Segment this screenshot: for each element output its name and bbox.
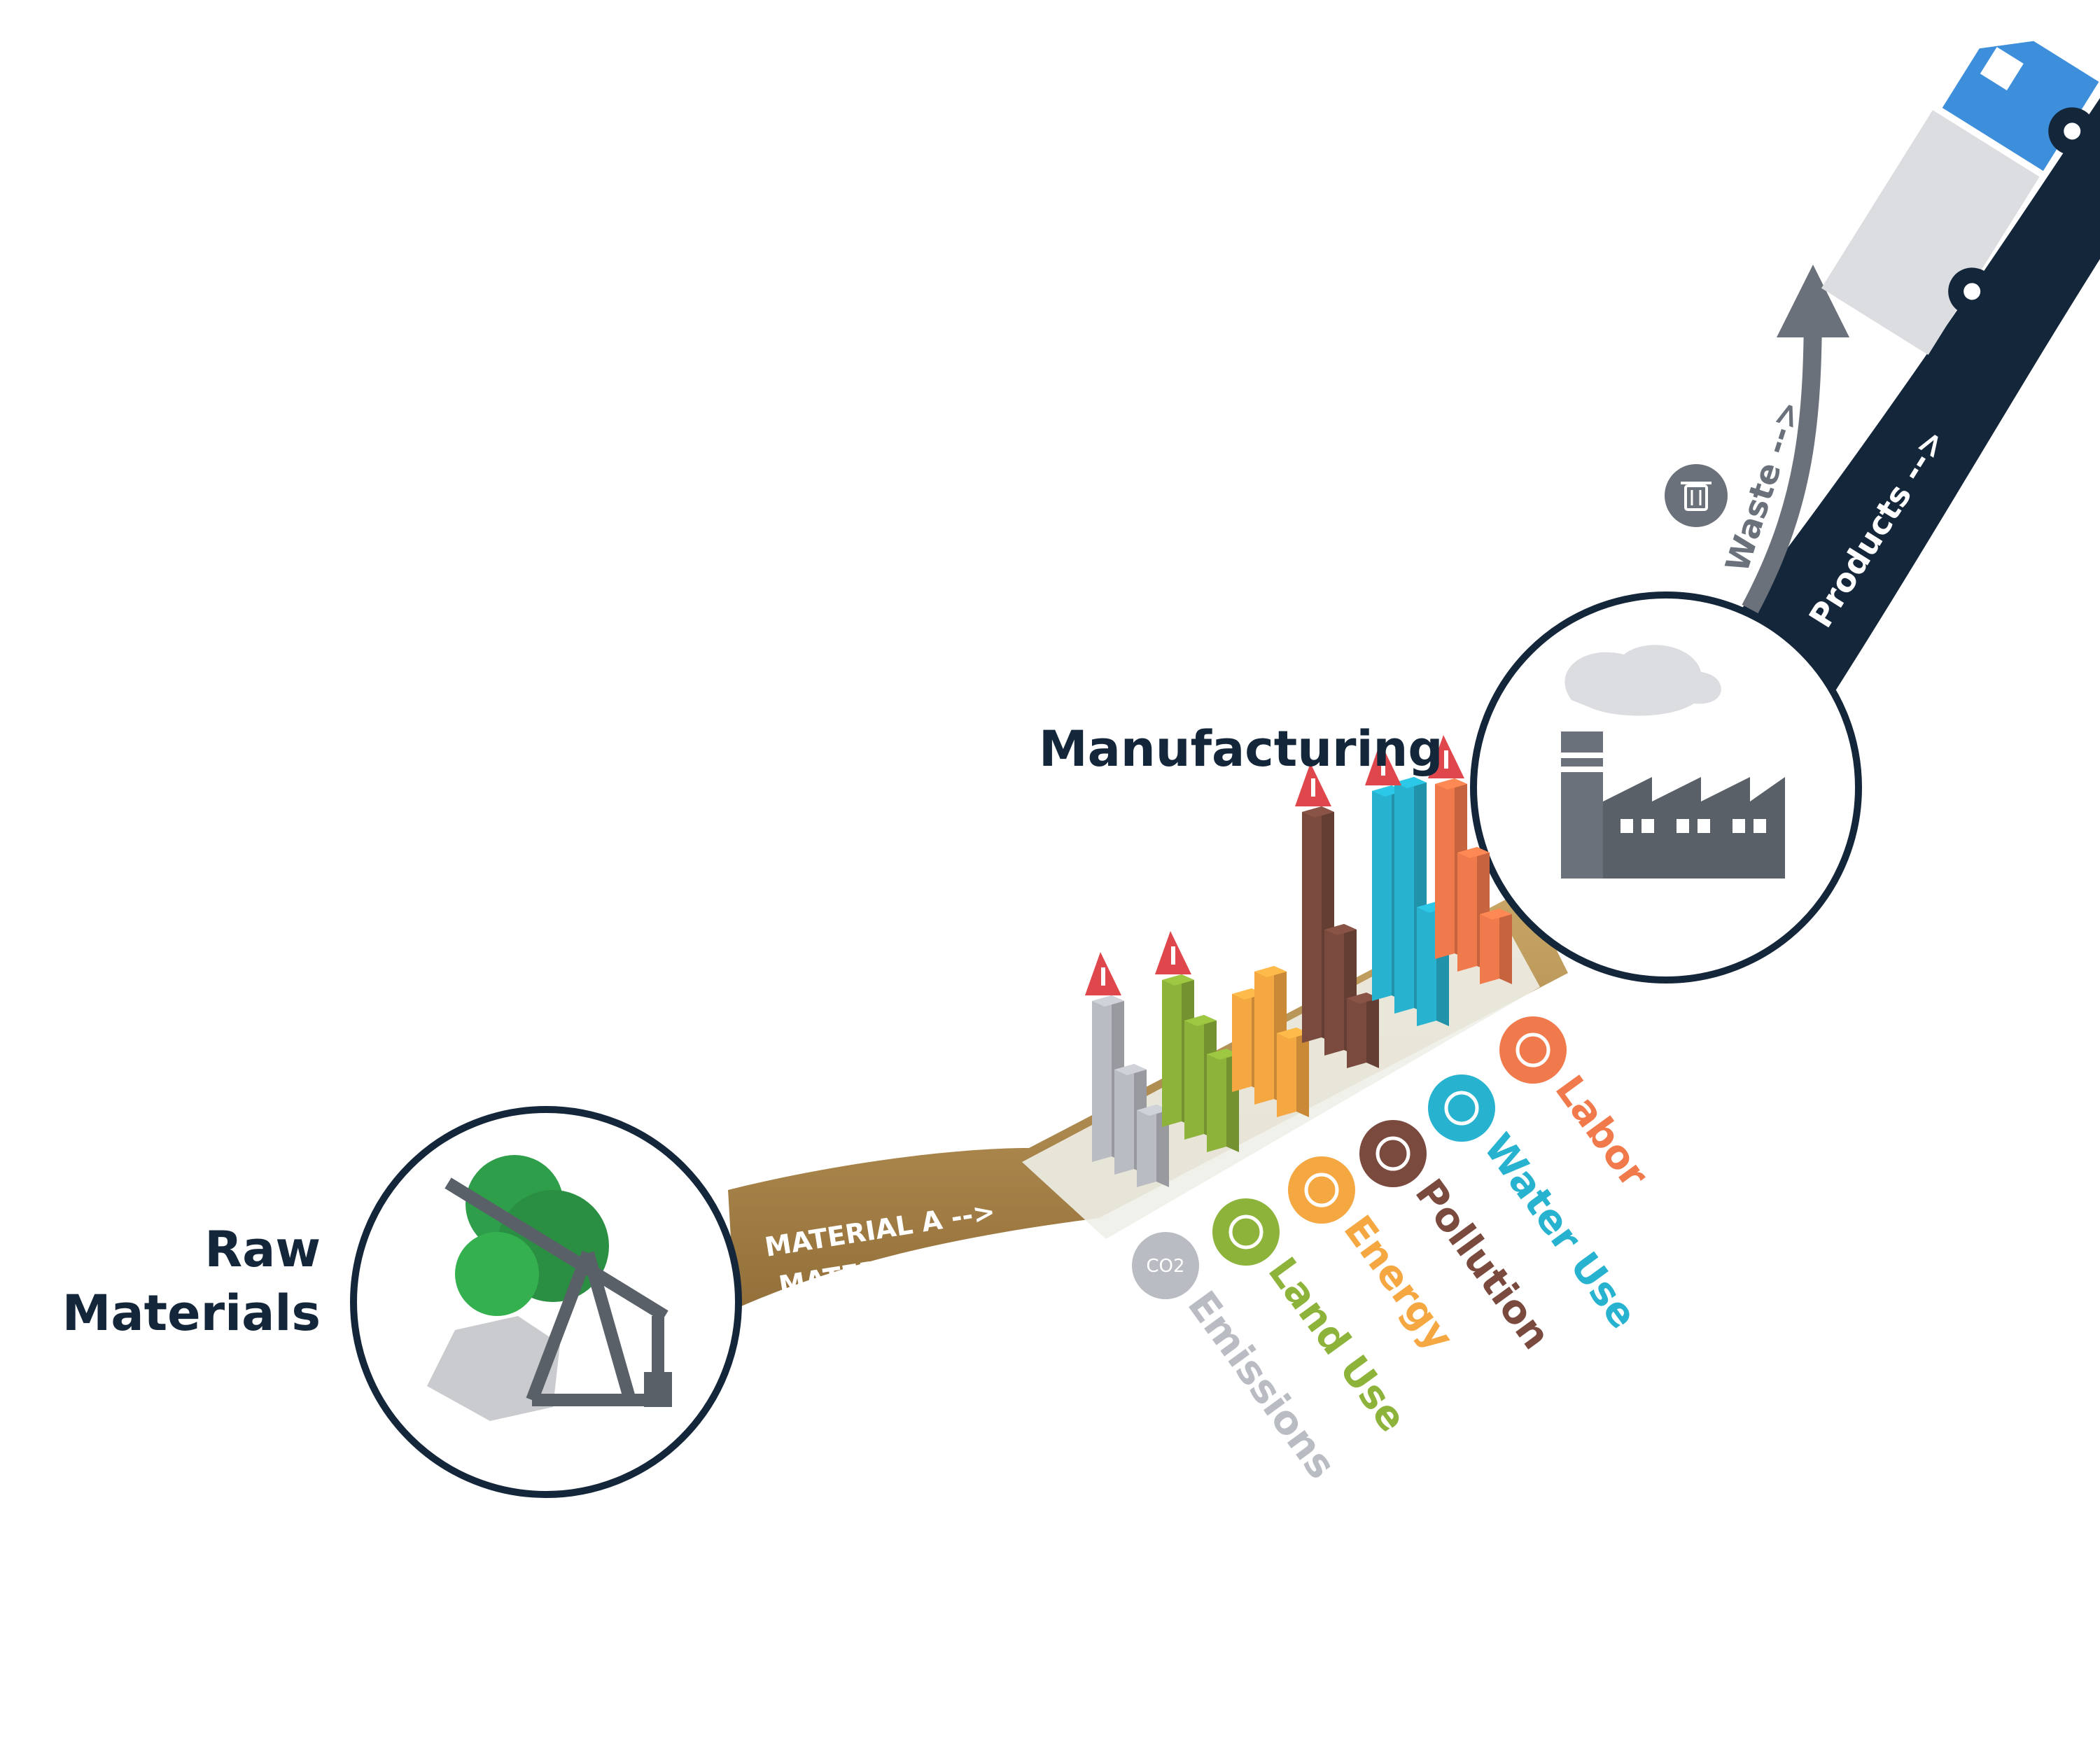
impact-bar-top <box>1394 777 1427 788</box>
land-use-icon <box>1212 1198 1280 1266</box>
worker-icon <box>1499 1016 1567 1084</box>
impact-bar-side <box>1366 993 1379 1068</box>
impact-bar-top <box>1184 1015 1217 1026</box>
impact-bar <box>1435 778 1455 959</box>
impact-bar <box>1324 924 1344 1056</box>
impact-bar <box>1480 909 1499 984</box>
impact-bar-top <box>1457 847 1490 858</box>
impact-bar <box>1302 806 1322 1043</box>
warning-flag-icon <box>1295 763 1331 806</box>
warning-flag-icon <box>1365 742 1401 785</box>
impact-bar <box>1162 974 1182 1127</box>
impact-bar-group-pollution <box>1295 763 1379 1068</box>
impact-bar-top <box>1302 806 1334 818</box>
impact-bar-top <box>1324 924 1357 935</box>
impact-bar <box>1457 847 1477 972</box>
impact-bar-top <box>1137 1105 1169 1116</box>
impact-label-labor: Labor <box>1546 1068 1657 1196</box>
warning-flag-icon <box>1155 931 1191 974</box>
warning-flag-icon <box>1085 952 1121 995</box>
impact-bar-top <box>1114 1064 1147 1075</box>
impact-bar-top <box>1092 995 1124 1007</box>
impact-bar-top <box>1207 1049 1239 1060</box>
impact-bar-group-land-use <box>1155 931 1239 1152</box>
delivery-truck-icon <box>1821 41 2099 355</box>
raw-materials-title: Raw Materials <box>62 1221 321 1342</box>
impact-bar <box>1394 777 1414 1014</box>
impact-bar <box>1232 988 1252 1092</box>
impact-bar-top <box>1480 909 1512 920</box>
impact-bar-group-emissions <box>1085 952 1169 1187</box>
pump-jack-icon <box>444 1177 668 1406</box>
impact-bar-top <box>1435 778 1467 790</box>
impact-bar-top <box>1347 993 1379 1004</box>
impact-bar <box>1092 995 1112 1162</box>
impact-bar <box>1207 1049 1226 1152</box>
co2-icon-text: CO2 <box>1146 1256 1184 1277</box>
impact-bar <box>1184 1015 1204 1140</box>
impact-bar-top <box>1277 1028 1309 1039</box>
impact-bar <box>1254 966 1274 1105</box>
impact-bar-group-energy <box>1232 966 1309 1117</box>
co2-icon: CO2 <box>1132 1232 1199 1299</box>
impact-bar <box>1347 993 1366 1068</box>
impact-bar-top <box>1162 974 1194 986</box>
impact-bars <box>1085 735 1512 1187</box>
impact-bar <box>1417 902 1436 1026</box>
impact-bar <box>1277 1028 1296 1117</box>
manufacturing-title: Manufacturing <box>1039 720 1443 778</box>
trash-bin-icon <box>1665 464 1728 527</box>
lightning-icon <box>1288 1156 1355 1224</box>
impact-bar-side <box>1499 909 1512 984</box>
waste-arrow <box>1742 265 1849 614</box>
factory-icon <box>1561 645 1785 878</box>
manufacturing-node <box>1470 592 1862 983</box>
impact-bar <box>1372 785 1392 1001</box>
water-drop-icon <box>1428 1074 1495 1142</box>
pollution-icon <box>1359 1120 1427 1187</box>
impact-bar-group-water-use <box>1365 742 1449 1026</box>
raw-materials-node <box>350 1106 742 1498</box>
impact-bar-top <box>1254 966 1287 977</box>
rock-icon <box>427 1316 560 1421</box>
products-band <box>1736 98 2100 693</box>
warning-flag-icon <box>1428 735 1464 778</box>
impact-bar-group-labor <box>1428 735 1512 984</box>
impact-bar <box>1137 1105 1156 1187</box>
impact-bar <box>1114 1064 1134 1175</box>
impact-bar-side <box>1296 1028 1309 1117</box>
